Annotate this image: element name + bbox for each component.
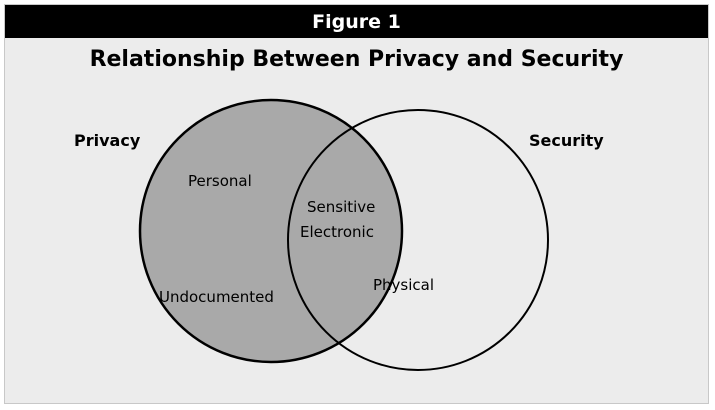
figure-label-bar: Figure 1 — [5, 5, 708, 38]
item-sensitive: Sensitive — [307, 198, 375, 216]
intersection-region — [288, 110, 402, 362]
venn-diagram: Privacy Security Personal Undocumented S… — [74, 98, 604, 371]
item-physical: Physical — [373, 276, 434, 294]
security-circle — [287, 109, 549, 371]
figure-panel: Figure 1 Relationship Between Privacy an… — [4, 4, 709, 404]
figure-label: Figure 1 — [312, 10, 401, 33]
item-electronic: Electronic — [300, 223, 374, 241]
item-personal: Personal — [188, 172, 252, 190]
privacy-circle — [138, 98, 404, 364]
security-set-label: Security — [529, 131, 604, 150]
privacy-set-label: Privacy — [74, 131, 141, 150]
figure-title: Relationship Between Privacy and Securit… — [89, 47, 624, 72]
item-undocumented: Undocumented — [159, 288, 274, 306]
